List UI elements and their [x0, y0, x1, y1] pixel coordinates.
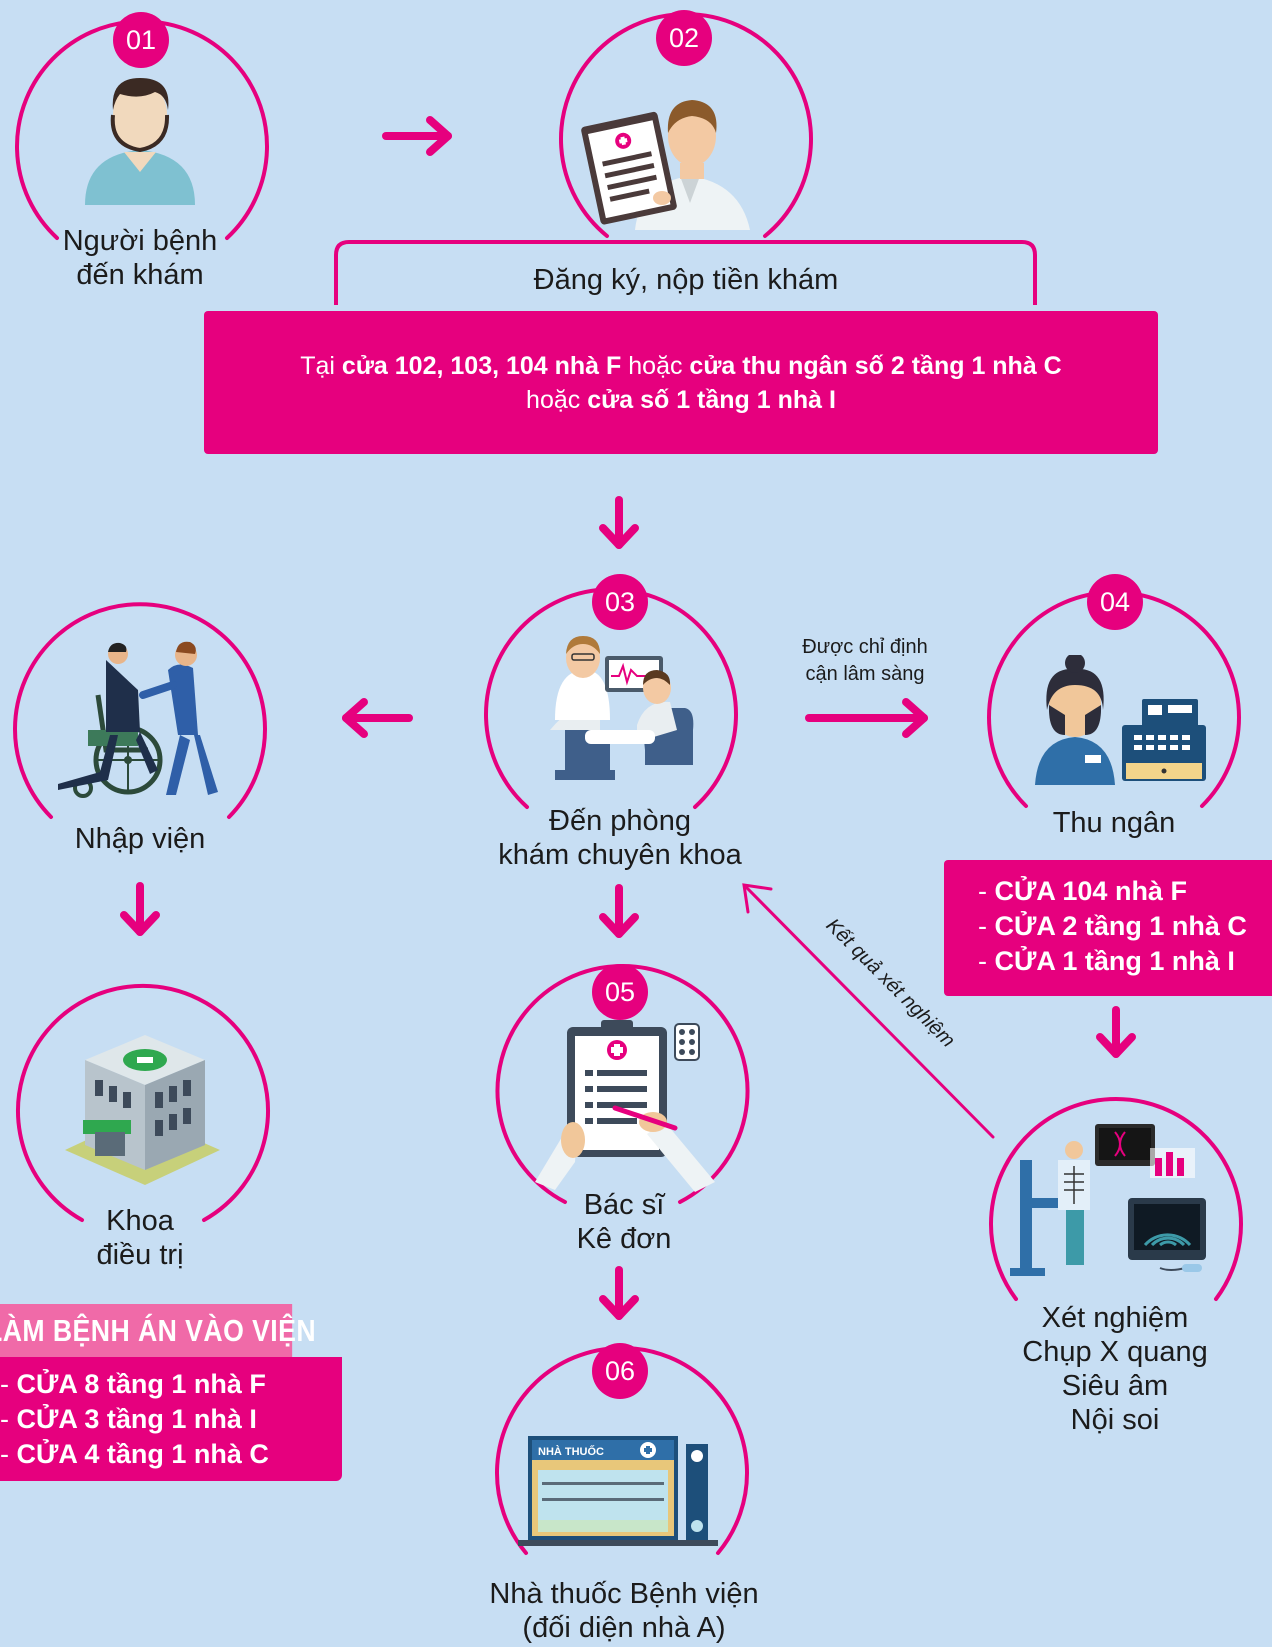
arrow-03-to-04 — [805, 698, 928, 738]
step-05-label-line-2: Kê đơn — [576, 1223, 672, 1255]
prescription-icon — [535, 1020, 715, 1192]
step-02-badge: 02 — [656, 10, 712, 66]
registration-or: hoặc — [621, 351, 690, 380]
ring-treatment — [16, 983, 270, 1222]
treatment-label-line-2: điều trị — [96, 1239, 184, 1271]
lab-xray-icon — [1010, 1124, 1206, 1276]
registration-doctor-icon — [581, 100, 750, 230]
cashier-item-1: CỬA 104 nhà F — [978, 874, 1272, 909]
registration-line-1: Tại cửa 102, 103, 104 nhà F hoặc cửa thu… — [300, 349, 1062, 383]
svg-text:NHÀ THUỐC: NHÀ THUỐC — [538, 1444, 604, 1458]
cashier-item-3: CỬA 1 tầng 1 nhà I — [978, 944, 1272, 979]
hospital-building-icon — [65, 1035, 220, 1185]
step-06-label: Nhà thuốc Bệnh viện (đối diện nhà A) — [444, 1577, 804, 1645]
patient-icon — [85, 78, 195, 205]
arrow-03-to-admission — [342, 698, 413, 738]
admission-location-box: LÀM BỆNH ÁN VÀO VIỆN CỬA 8 tầng 1 nhà F … — [0, 1304, 342, 1481]
tests-label: Xét nghiệm Chụp X quang Siêu âm Nội soi — [990, 1301, 1240, 1437]
tests-label-line-1: Xét nghiệm — [1041, 1302, 1189, 1334]
registration-doors-f: cửa 102, 103, 104 nhà F — [341, 351, 622, 380]
step-03-label-line-1: Đến phòng — [549, 805, 691, 837]
step-04-badge: 04 — [1087, 574, 1143, 630]
treatment-label-line-1: Khoa — [106, 1205, 174, 1237]
step-01-label-line-1: Người bệnh — [62, 225, 218, 257]
step-02-label-line-1: Đăng ký, nộp tiền khám — [533, 264, 839, 296]
arrow-04-to-tests — [1096, 1006, 1136, 1058]
step-01-label-line-2: đến khám — [76, 259, 204, 291]
step-04-label-line-1: Thu ngân — [1052, 807, 1176, 839]
ring-tests — [989, 1097, 1243, 1301]
step-04-label: Thu ngân — [1014, 806, 1214, 840]
cashier-item-2: CỬA 2 tầng 1 nhà C — [978, 909, 1272, 944]
cashier-icon — [1035, 655, 1206, 785]
registration-door-i: cửa số 1 tầng 1 nhà I — [587, 385, 836, 414]
step-03-label: Đến phòng khám chuyên khoa — [460, 804, 780, 872]
step-06-label-line-2: (đối diện nhà A) — [522, 1612, 726, 1644]
treatment-label: Khoa điều trị — [40, 1204, 240, 1272]
admission-item-1: CỬA 8 tầng 1 nhà F — [0, 1367, 342, 1402]
step-01-badge: 01 — [113, 12, 169, 68]
pharmacy-icon: NHÀ THUỐC — [518, 1436, 718, 1546]
registration-cashier-c: cửa thu ngân số 2 tầng 1 nhà C — [689, 351, 1062, 380]
arrow-01-to-02 — [382, 116, 452, 156]
admission-box-list: CỬA 8 tầng 1 nhà F CỬA 3 tầng 1 nhà I CỬ… — [0, 1357, 342, 1481]
tests-label-line-4: Nội soi — [1070, 1404, 1160, 1436]
tests-label-line-3: Siêu âm — [1061, 1370, 1169, 1402]
tests-label-line-2: Chụp X quang — [1022, 1336, 1208, 1368]
registration-prefix: Tại — [300, 351, 342, 380]
arrow-03-to-05 — [599, 884, 639, 938]
step-02-label: Đăng ký, nộp tiền khám — [486, 263, 886, 297]
arrow-02-to-03 — [599, 496, 639, 549]
wheelchair-icon — [58, 641, 218, 798]
clinical-indication-note: Được chỉ định cận lâm sàng — [780, 634, 950, 688]
step-03-label-line-2: khám chuyên khoa — [498, 839, 742, 871]
admission-item-3: CỬA 4 tầng 1 nhà C — [0, 1437, 342, 1472]
clinical-note-line-2: cận lâm sàng — [805, 663, 925, 685]
admission-item-2: CỬA 3 tầng 1 nhà I — [0, 1402, 342, 1437]
step-03-badge: 03 — [592, 574, 648, 630]
step-05-label-line-1: Bác sĩ — [583, 1189, 665, 1221]
registration-line-2: hoặc cửa số 1 tầng 1 nhà I — [526, 383, 836, 417]
specialist-exam-icon — [550, 636, 694, 780]
step-06-label-line-1: Nhà thuốc Bệnh viện — [489, 1578, 759, 1610]
admission-label: Nhập viện — [74, 823, 206, 855]
step-05-badge: 05 — [592, 964, 648, 1020]
registration-or-2: hoặc — [526, 385, 588, 414]
step-06-badge: 06 — [592, 1343, 648, 1399]
arrow-tests-to-03 — [742, 883, 995, 1139]
cashier-location-box: CỬA 104 nhà F CỬA 2 tầng 1 nhà C CỬA 1 t… — [944, 860, 1272, 996]
registration-bracket — [334, 240, 1037, 305]
admission-box-title: LÀM BỆNH ÁN VÀO VIỆN — [0, 1304, 316, 1357]
arrow-05-to-06 — [599, 1266, 639, 1320]
step-05-label: Bác sĩ Kê đơn — [524, 1188, 724, 1256]
registration-location-box: Tại cửa 102, 103, 104 nhà F hoặc cửa thu… — [204, 311, 1158, 454]
step-01-label: Người bệnh đến khám — [40, 224, 240, 292]
clinical-note-line-1: Được chỉ định — [802, 636, 928, 658]
arrow-admission-to-treatment — [120, 882, 160, 936]
ring-admission — [13, 602, 267, 819]
